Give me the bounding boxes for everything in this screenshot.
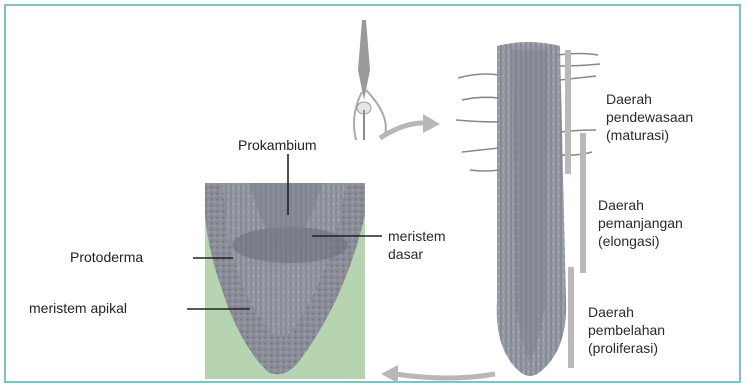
label-meristem-dasar-line2: dasar (388, 245, 446, 263)
label-protoderma: Protoderma (70, 249, 143, 266)
label-zone-elongation: Daerah pemanjangan (elongasi) (598, 196, 683, 250)
zone-maturation-line1: Daerah (606, 90, 693, 108)
zone-bar-elongation (580, 133, 586, 273)
label-meristem-dasar: meristem dasar (388, 227, 446, 263)
zone-elongation-line1: Daerah (598, 196, 683, 214)
label-meristem-apikal: meristem apikal (29, 300, 127, 317)
zone-bar-proliferation (568, 267, 574, 368)
root-tip-magnified (205, 183, 365, 379)
zone-maturation-line3: (maturasi) (606, 126, 693, 144)
seedling-thumbnail (354, 20, 386, 140)
zone-elongation-line3: (elongasi) (598, 232, 683, 250)
arrow-to-tip (395, 374, 495, 378)
label-zone-proliferation: Daerah pembelahan (proliferasi) (588, 303, 665, 357)
label-meristem-dasar-line1: meristem (388, 227, 446, 245)
label-prokambium: Prokambium (238, 137, 317, 154)
label-zone-maturation: Daerah pendewasaan (maturasi) (606, 90, 693, 144)
zone-proliferation-line2: pembelahan (588, 321, 665, 339)
zone-maturation-line2: pendewasaan (606, 108, 693, 126)
zone-proliferation-line3: (proliferasi) (588, 339, 665, 357)
zone-elongation-line2: pemanjangan (598, 214, 683, 232)
zone-proliferation-line1: Daerah (588, 303, 665, 321)
root-longitudinal (456, 42, 600, 376)
zone-bar-maturation (565, 50, 571, 174)
